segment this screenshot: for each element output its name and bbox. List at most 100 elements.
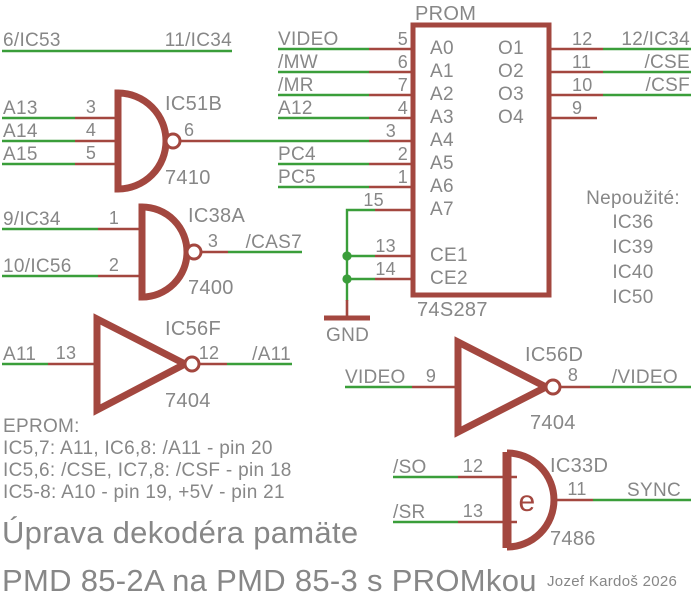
pin-number: 9 bbox=[426, 366, 436, 386]
unused-item: IC40 bbox=[612, 262, 653, 283]
net-label: A12 bbox=[278, 98, 313, 119]
unused-note: Nepoužité: IC36 IC39 IC40 IC50 bbox=[586, 188, 680, 308]
inverter-bubble bbox=[185, 243, 203, 261]
net-label: /VIDEO bbox=[612, 367, 678, 388]
pin-number: 11 bbox=[572, 52, 591, 72]
gnd-label: GND bbox=[326, 325, 369, 346]
port-label: A0 bbox=[430, 38, 454, 59]
unused-item: IC39 bbox=[612, 237, 653, 258]
prom-outline bbox=[410, 22, 552, 298]
footer: Úprava dekodéra pamäte PMD 85-2A na PMD … bbox=[2, 515, 677, 598]
port-label: A4 bbox=[430, 130, 454, 151]
schematic-title-line1: Úprava dekodéra pamäte bbox=[2, 515, 358, 550]
net-label: PC5 bbox=[278, 167, 316, 188]
junction-dot bbox=[342, 274, 352, 284]
net-label: 11/IC34 bbox=[165, 30, 232, 51]
gnd-net: GND bbox=[324, 208, 375, 346]
gate-ic56d: VIDEO 9 8 /VIDEO IC56D 7404 bbox=[345, 336, 691, 438]
gate-part: 7404 bbox=[165, 390, 211, 412]
pin-number: 10 bbox=[572, 75, 593, 95]
inverter-triangle bbox=[93, 313, 193, 416]
port-label: A5 bbox=[430, 153, 454, 174]
net-label: 10/IC56 bbox=[3, 256, 72, 277]
port-label: A3 bbox=[430, 107, 454, 128]
net-label: 12/IC34 bbox=[621, 29, 690, 50]
port-label: A7 bbox=[430, 199, 454, 220]
pin-number: 14 bbox=[375, 259, 396, 279]
gate-ic56f: A11 13 12 /A11 IC56F 7404 bbox=[2, 313, 292, 416]
gate-refdes: IC51B bbox=[165, 93, 222, 115]
port-label: A1 bbox=[430, 61, 454, 82]
pin-number: 12 bbox=[199, 343, 220, 363]
net-label: A14 bbox=[3, 121, 38, 142]
eprom-line: IC5-8: A10 - pin 19, +5V - pin 21 bbox=[3, 482, 285, 503]
inverter-bubble bbox=[183, 355, 201, 373]
pin-number: 1 bbox=[109, 208, 119, 228]
pin-number: 3 bbox=[86, 97, 96, 117]
inverter-bubble bbox=[544, 378, 562, 396]
prom-part: 74S287 bbox=[417, 299, 488, 321]
pin-number: 9 bbox=[572, 98, 582, 118]
eprom-notes: EPROM: IC5,7: A11, IC6,8: /A11 - pin 20 … bbox=[3, 416, 292, 503]
net-label: /MR bbox=[278, 75, 314, 96]
nand-gate-body bbox=[114, 89, 170, 193]
pin-number: 6 bbox=[398, 52, 408, 72]
port-label: O1 bbox=[498, 38, 524, 59]
author-credit: Jozef Kardoš 2026 bbox=[547, 573, 677, 590]
gate-part: 7410 bbox=[165, 167, 211, 189]
gate-refdes: IC33D bbox=[550, 455, 608, 477]
net-label: SYNC bbox=[627, 480, 681, 501]
net-label: /A11 bbox=[252, 344, 291, 365]
gate-part: 7486 bbox=[550, 528, 596, 550]
port-label: CE1 bbox=[430, 245, 468, 266]
gate-part: 7400 bbox=[188, 277, 234, 299]
pin-number: 3 bbox=[386, 121, 396, 141]
gate-refdes: IC56F bbox=[165, 318, 221, 340]
net-label: /CSE bbox=[644, 52, 690, 73]
xor-glyph: e bbox=[519, 485, 536, 518]
net-label: A11 bbox=[3, 344, 36, 365]
unused-item: IC50 bbox=[612, 287, 653, 308]
net-label: /CAS7 bbox=[246, 232, 302, 253]
junction-dot bbox=[342, 251, 352, 261]
pin-number: 4 bbox=[86, 120, 96, 140]
pin-number: 12 bbox=[463, 456, 484, 476]
prom-chip: PROM 74S287 VIDEO /MW /MR A12 PC4 PC5 5 … bbox=[278, 3, 691, 321]
inverter-bubble bbox=[164, 132, 182, 150]
pin-number: 8 bbox=[568, 365, 578, 385]
net-label: VIDEO bbox=[345, 367, 406, 388]
pin-number: 6 bbox=[184, 120, 194, 140]
unused-title: Nepoužité: bbox=[586, 188, 680, 209]
eprom-title: EPROM: bbox=[3, 416, 80, 437]
wire-gnd-vertical bbox=[345, 208, 375, 301]
port-label: O2 bbox=[498, 61, 524, 82]
gate-ic38a: 9/IC34 10/IC56 1 2 3 /CAS7 IC38A 7400 bbox=[2, 203, 302, 301]
net-label: /MW bbox=[278, 52, 318, 73]
net-label: A15 bbox=[3, 144, 38, 165]
pin-number: 13 bbox=[463, 501, 484, 521]
pin-number: 5 bbox=[398, 29, 408, 49]
pin-number: 12 bbox=[572, 29, 593, 49]
net-label: VIDEO bbox=[278, 29, 339, 50]
pin-number: 1 bbox=[398, 167, 408, 187]
gate-part: 7404 bbox=[530, 412, 576, 434]
port-label: CE2 bbox=[430, 268, 468, 289]
pin-number: 13 bbox=[375, 236, 396, 256]
eprom-line: IC5,6: /CSE, IC7,8: /CSF - pin 18 bbox=[3, 460, 292, 481]
unused-item: IC36 bbox=[612, 212, 653, 233]
pin-number: 3 bbox=[208, 231, 218, 251]
pin-number: 4 bbox=[398, 98, 408, 118]
nand-gate-body bbox=[138, 203, 191, 301]
eprom-line: IC5,7: A11, IC6,8: /A11 - pin 20 bbox=[3, 438, 273, 459]
port-label: A2 bbox=[430, 84, 454, 105]
net-label: 9/IC34 bbox=[3, 209, 61, 230]
net-label: 6/IC53 bbox=[3, 30, 61, 51]
gate-refdes: IC38A bbox=[188, 205, 245, 227]
pin-number: 2 bbox=[398, 144, 408, 164]
gate-ic51b: A13 A14 A15 3 4 5 6 IC51B 7410 bbox=[2, 89, 369, 193]
net-label: /SO bbox=[393, 457, 427, 478]
gate-ic33d: /SO /SR 12 13 e 11 SYNC IC33D 7486 bbox=[393, 449, 691, 551]
net-label: /CSF bbox=[646, 75, 690, 96]
